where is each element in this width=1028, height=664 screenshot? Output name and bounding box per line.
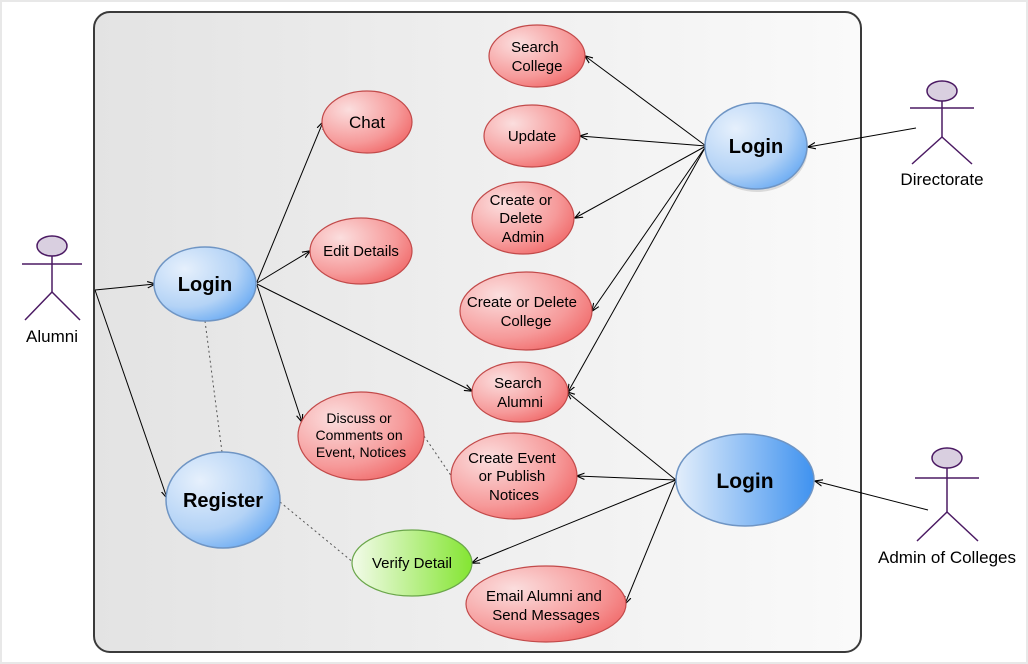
dotted-register-verify — [279, 501, 355, 564]
edge-dir-update — [580, 136, 707, 147]
usecase-edit-details[interactable]: Edit Details — [309, 217, 413, 285]
edge-login-chat — [256, 122, 323, 283]
usecase-label-line: Comments on — [315, 427, 402, 443]
actor-label: Directorate — [900, 170, 983, 189]
usecase-label-line: College — [512, 58, 563, 75]
edge-adm-event — [577, 476, 677, 481]
usecase-search-college[interactable]: Search College — [488, 24, 586, 88]
usecase-label: Verify Detail — [372, 555, 452, 572]
usecase-label-line: Alumni — [497, 394, 543, 411]
usecase-label-line: Send Messages — [492, 607, 600, 624]
usecase-label-line: or Publish — [479, 468, 546, 485]
usecase-label: Login — [178, 274, 232, 296]
edge-login-discuss — [256, 284, 302, 422]
usecase-verify-detail[interactable]: Verify Detail — [351, 529, 473, 597]
usecase-label: Login — [729, 136, 783, 158]
edge-login-edit — [256, 251, 310, 284]
edge-directorate-login — [808, 127, 917, 147]
usecase-label-line: Discuss or — [326, 410, 392, 426]
usecase-create-delete-college[interactable]: Create or Delete College — [459, 271, 593, 351]
usecase-label: Create or Delete College — [467, 294, 581, 330]
actor-alumni: Alumni — [22, 235, 82, 346]
dotted-discuss-event — [423, 435, 453, 478]
usecase-label: Edit Details — [323, 243, 399, 260]
usecase-label-line: Admin — [502, 229, 545, 246]
edge-dir-search-college — [585, 56, 707, 147]
edge-alumni-login — [94, 284, 155, 291]
usecase-label: Create Event or Publish Notices — [468, 450, 560, 504]
edge-adm-verify — [472, 479, 677, 563]
usecase-create-event[interactable]: Create Event or Publish Notices — [450, 432, 578, 520]
usecase-update[interactable]: Update — [483, 104, 581, 168]
edge-alumni-register — [94, 289, 167, 498]
actor-figure — [22, 235, 82, 321]
actor-figure — [915, 447, 979, 542]
usecase-label: Email Alumni and Send Messages — [486, 588, 606, 624]
actor-label: Alumni — [26, 327, 78, 346]
usecase-email-alumni[interactable]: Email Alumni and Send Messages — [465, 565, 627, 643]
usecase-label: Discuss or Comments on Event, Notices — [315, 410, 406, 460]
usecase-label: Search Alumni — [494, 375, 546, 411]
usecase-label-line: Search — [511, 39, 559, 56]
usecase-label-line: Create or Delete — [467, 294, 577, 311]
edge-admin-login — [815, 481, 929, 511]
actor-label: Admin of Colleges — [878, 548, 1016, 567]
edge-login-search-alumni — [256, 283, 472, 391]
usecase-label: Update — [508, 128, 556, 145]
usecase-label-line: Email Alumni and — [486, 588, 602, 605]
dotted-links — [204, 320, 453, 564]
usecase-discuss-comments[interactable]: Discuss or Comments on Event, Notices — [297, 391, 425, 481]
edge-dir-college — [592, 145, 707, 311]
usecase-chat[interactable]: Chat — [321, 90, 413, 154]
usecase-label: Register — [183, 490, 263, 512]
actor-figure — [910, 80, 974, 165]
usecase-label-line: Create Event — [468, 450, 556, 467]
usecase-label: Chat — [349, 113, 385, 132]
usecase-search-alumni[interactable]: Search Alumni — [471, 361, 569, 423]
usecase-label: Search College — [511, 39, 563, 75]
edge-dir-admin — [575, 145, 707, 218]
usecase-login-alumni[interactable]: Login — [153, 246, 257, 322]
usecase-create-delete-admin[interactable]: Create or Delete Admin — [471, 181, 575, 255]
usecase-label-line: Search — [494, 375, 542, 392]
usecase-label-line: Delete — [499, 210, 542, 227]
usecase-register[interactable]: Register — [165, 451, 281, 549]
connectors — [94, 56, 929, 604]
dotted-login-register — [204, 320, 223, 453]
usecase-label: Login — [716, 470, 773, 493]
edge-dir-search-alumni — [568, 145, 707, 392]
usecase-label-line: Notices — [489, 487, 539, 504]
usecase-label-line: College — [501, 313, 552, 330]
usecase-label-line: Event, Notices — [316, 444, 406, 460]
actor-directorate: Directorate — [900, 80, 984, 189]
edge-adm-email — [625, 479, 677, 604]
usecase-login-admin[interactable]: Login — [675, 433, 815, 527]
actor-admin-of-colleges: Admin of Colleges — [878, 447, 1016, 567]
usecase-label-line: Create or — [490, 192, 553, 209]
usecase-label: Create or Delete Admin — [490, 192, 557, 246]
edge-adm-search-alumni — [567, 392, 677, 481]
usecase-login-directorate[interactable]: Login — [704, 102, 808, 192]
